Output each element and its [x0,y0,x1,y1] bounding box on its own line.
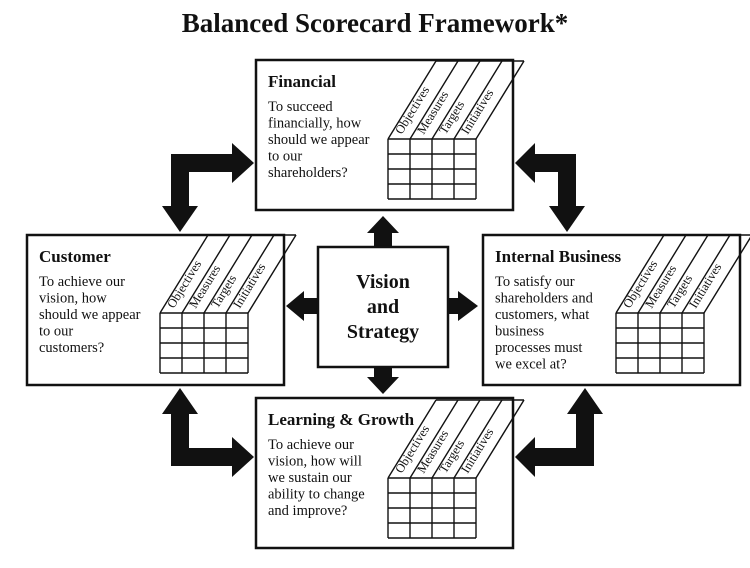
question-line: vision, how will [268,454,362,470]
question-line: processes must [495,340,582,356]
question-line: ability to change [268,487,365,503]
header-slant-line [681,234,731,314]
arrow-financial-internal-icon [515,143,585,232]
center-label: Strategy [347,321,419,343]
header-slant-line [431,399,481,479]
header-slant-line [409,60,459,140]
center-box [316,245,450,369]
question-line: business [495,324,545,340]
question-line: To achieve our [39,274,125,290]
question-line: To achieve our [268,437,354,453]
question-line: financially, how [268,116,362,132]
arrow-down-to-learning-icon [367,367,399,394]
header-slant-line [409,399,459,479]
arrow-customer-learning-icon [162,388,254,477]
header-slant-line [159,234,209,314]
perspective-heading: Learning & Growth [268,410,415,429]
question-line: shareholders? [268,165,348,181]
perspective-box [25,233,286,387]
header-slant-line [181,234,231,314]
question-line: To satisfy our [495,274,575,290]
question-line: To succeed [268,99,333,115]
arrows-layer [162,143,603,477]
question-line: customers? [39,340,104,356]
arrow-left-to-customer-icon [286,291,318,321]
header-slant-line [637,234,687,314]
header-slant-line [387,60,437,140]
question-line: customers, what [495,307,589,323]
perspective-heading: Internal Business [495,247,621,266]
question-line: and improve? [268,503,347,519]
arrow-customer-financial-icon [162,143,254,232]
header-slant-line [615,234,665,314]
page-title: Balanced Scorecard Framework* [181,8,569,38]
header-slant-line [475,399,525,479]
header-slant-line [453,399,503,479]
question-line: we excel at? [495,357,567,373]
question-line: shareholders and [495,291,594,307]
question-line: vision, how [39,291,107,307]
header-slant-line [475,60,525,140]
perspective-box [481,233,742,387]
center-label: and [367,296,399,318]
perspective-box [254,58,515,212]
header-slant-line [453,60,503,140]
header-slant-line [387,399,437,479]
perspective-heading: Financial [268,72,336,91]
header-slant-line [703,236,750,314]
question-line: should we appear [268,132,370,148]
arrow-up-to-financial-icon [367,216,399,247]
question-line: we sustain our [268,470,352,486]
header-slant-line [203,234,253,314]
header-slant-line [431,60,481,140]
question-line: to our [39,324,73,340]
header-slant-line [225,234,275,314]
arrow-right-to-internal-icon [448,291,478,321]
header-slant-line [659,234,709,314]
perspective-heading: Customer [39,247,111,266]
header-slant-line [247,234,297,314]
arrow-learning-internal-icon [515,388,603,477]
question-line: to our [268,149,302,165]
center-label: Vision [356,271,410,293]
question-line: should we appear [39,307,141,323]
